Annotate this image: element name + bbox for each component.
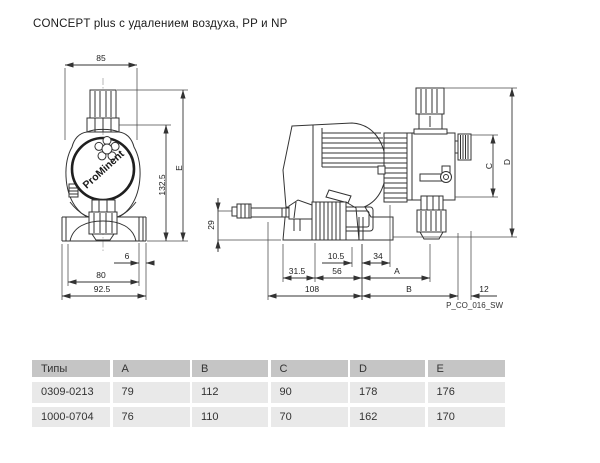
dim-label-80: 80 [96,270,106,280]
dim-label-85: 85 [96,53,106,63]
col-header-e: E [427,360,505,377]
table-cell: 110 [192,407,268,427]
table-cell: 162 [350,407,425,427]
table-cell: 76 [112,407,190,427]
page-title: CONCEPT plus с удалением воздуха, PP и N… [33,18,288,30]
table-cell-type: 0309-0213 [32,381,110,403]
dim-label-34: 34 [373,251,383,261]
table-cell: 112 [192,381,268,403]
col-header-types: Типы [32,360,110,377]
col-header-d: D [350,360,425,377]
dim-hose-height: 29 [206,198,281,252]
dim-label-c: C [484,163,494,169]
dimensions-table: Типы A B C D E 0309-0213 79 112 90 178 1… [32,360,505,427]
table-cell: 170 [427,407,505,427]
dim-label-6: 6 [125,251,130,261]
table-cell: 90 [270,381,348,403]
dim-label-a: A [394,266,400,276]
col-header-a: A [112,360,190,377]
dim-label-132-5: 132.5 [157,174,167,196]
dim-label-b: B [406,284,412,294]
dim-label-108: 108 [305,284,319,294]
dim-label-12: 12 [479,284,489,294]
technical-drawing: ProMinent 85 E [61,53,517,310]
table-cell: 79 [112,381,190,403]
col-header-b: B [192,360,268,377]
bleed-star-knob [94,136,120,161]
drawing-code: P_CO_016_SW [446,301,503,310]
table-cell: 70 [270,407,348,427]
table-cell: 176 [427,381,505,403]
table-cell-type: 1000-0704 [32,407,110,427]
dim-label-31-5: 31.5 [289,266,306,276]
front-base [61,216,147,242]
dim-label-56: 56 [332,266,342,276]
dim-label-e: E [174,165,184,171]
dim-label-92-5: 92.5 [94,284,111,294]
bleed-valve-assembly [231,189,360,241]
dim-label-10-5: 10.5 [328,251,345,261]
front-view: ProMinent 85 E [61,53,188,300]
dim-label-d: D [502,159,512,165]
side-view: 10.5 34 31.5 56 A 108 B 12 C [231,87,517,300]
col-header-c: C [270,360,348,377]
dim-label-29: 29 [206,220,216,230]
table-cell: 178 [350,381,425,403]
